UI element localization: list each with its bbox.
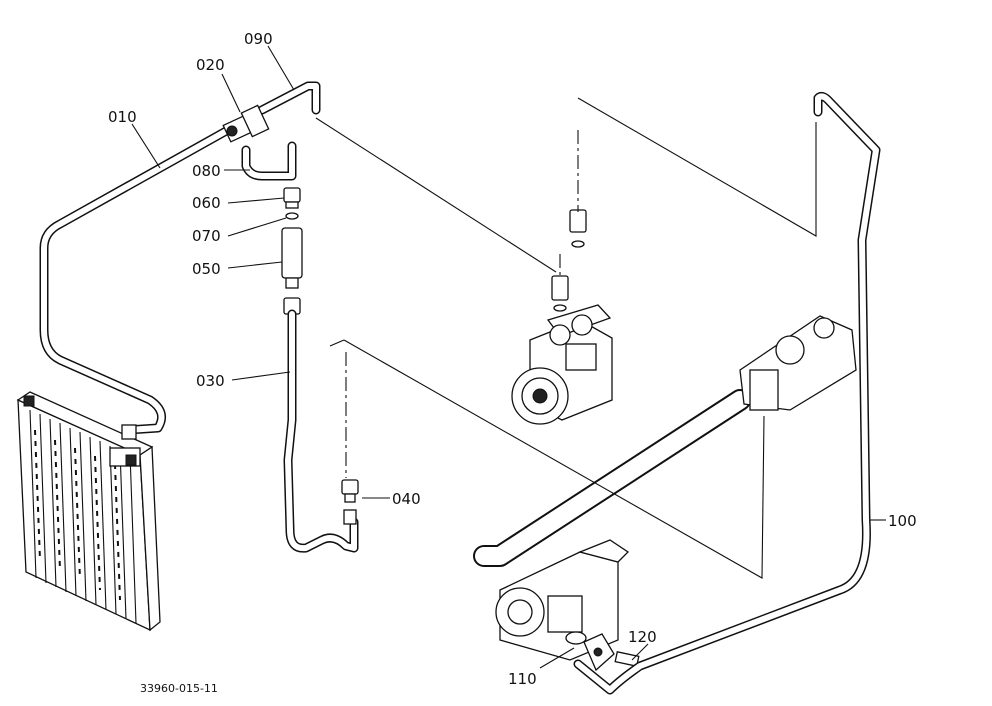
callout-110: 110 — [508, 670, 537, 688]
pipe-030 — [283, 309, 359, 553]
callout-labels: 010 020 030 040 050 060 070 080 090 100 … — [108, 30, 917, 688]
callout-100: 100 — [888, 512, 917, 530]
callout-080: 080 — [192, 162, 221, 180]
callout-040: 040 — [392, 490, 421, 508]
callout-030: 030 — [196, 372, 225, 390]
tee-fitting-020 — [222, 81, 321, 181]
flange-110 — [583, 633, 640, 672]
leader-lines — [131, 45, 886, 669]
pipe-100 — [573, 91, 881, 695]
callout-070: 070 — [192, 227, 221, 245]
callout-060: 060 — [192, 194, 221, 212]
callout-050: 050 — [192, 260, 221, 278]
drawing-code: 33960-015-11 — [140, 682, 218, 695]
callout-120: 120 — [628, 628, 657, 646]
compressor-unit — [511, 209, 613, 425]
reference-lines — [315, 97, 817, 579]
condenser-unit — [16, 391, 161, 632]
fitting-stack-060-050 — [281, 187, 303, 315]
axle-assembly — [473, 315, 857, 567]
hydraulic-pump — [495, 539, 630, 661]
pipe-010 — [39, 125, 233, 440]
callout-090: 090 — [244, 30, 273, 48]
callout-010: 010 — [108, 108, 137, 126]
callout-020: 020 — [196, 56, 225, 74]
fitting-040 — [341, 479, 359, 525]
